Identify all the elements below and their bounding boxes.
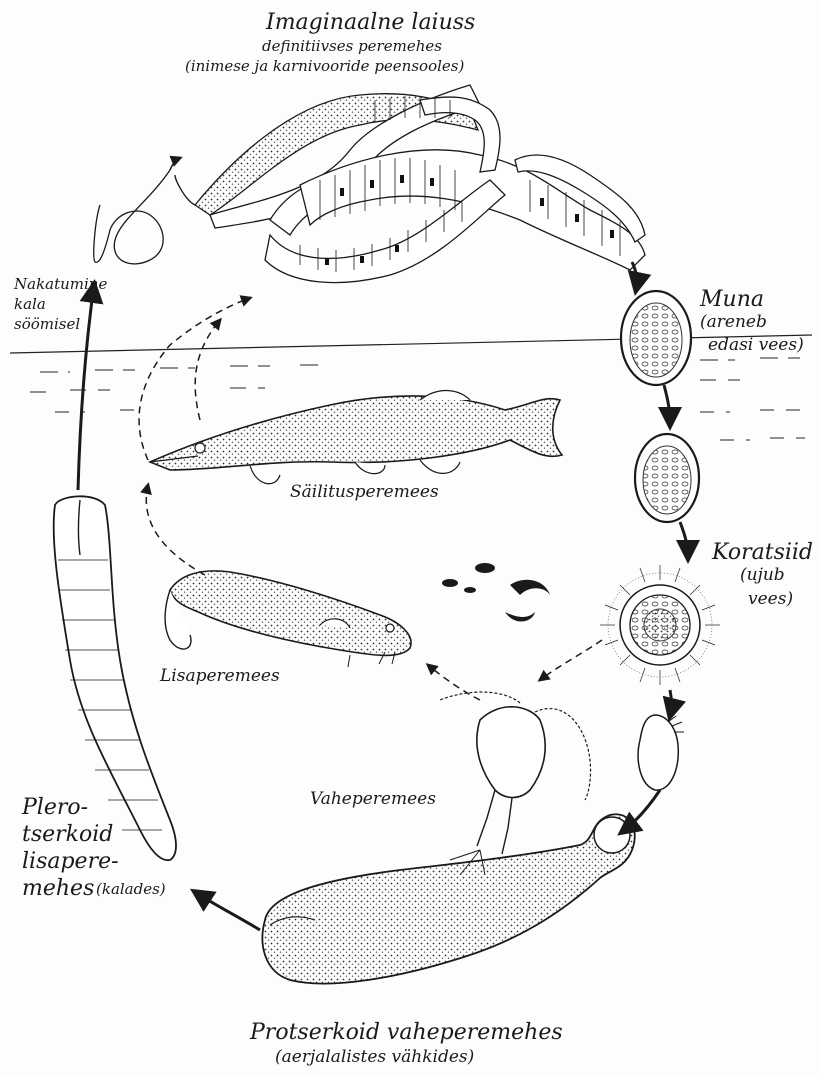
adult-stage-host: definitiivses peremehes [262,38,442,55]
egg-title: Muna [700,287,764,312]
procercoid-larva [262,814,634,983]
egg-in-water [635,434,699,522]
oncosphere [638,715,684,790]
adult-tapeworm [195,85,645,283]
procercoid-location: (aerjalalistes vähkides) [275,1048,474,1068]
plerocercoid-line1: Plero- [22,795,88,820]
copepod-swarm [442,563,550,621]
egg-note-line2: edasi vees) [708,336,804,356]
plerocercoid-line4-host: (kalades) [96,881,166,898]
infection-label-line1: Nakatumine [14,276,107,293]
intermediate-host-label: Vaheperemees [310,790,436,810]
adult-stage-title: Imaginaalne laiuss [266,10,475,35]
plerocercoid-line2: tserkoid [22,822,113,847]
egg-note-line1: (areneb [700,313,767,333]
adult-stage-location: (inimese ja karnivooride peensooles) [185,58,464,75]
egg-above-water [621,291,691,385]
coracidium-note-line2: vees) [748,590,793,610]
procercoid-title: Protserkoid vaheperemehes [250,1020,563,1045]
coracidium-title: Koratsiid [712,540,813,565]
coracidium-note-line1: (ujub [740,566,785,586]
burbot-fish [165,571,411,667]
infection-label-line2: kala [14,296,46,313]
reservoir-host-label: Säilitusperemees [290,483,439,503]
additional-host-label: Lisaperemees [160,667,280,687]
tapeworm-neck-loop [94,170,195,264]
plerocercoid-line4: mehes [22,876,94,901]
coracidium-larva [600,565,720,685]
plerocercoid-line3: lisapere- [22,849,119,874]
infection-label-line3: söömisel [14,316,80,333]
pike-fish [150,391,562,484]
